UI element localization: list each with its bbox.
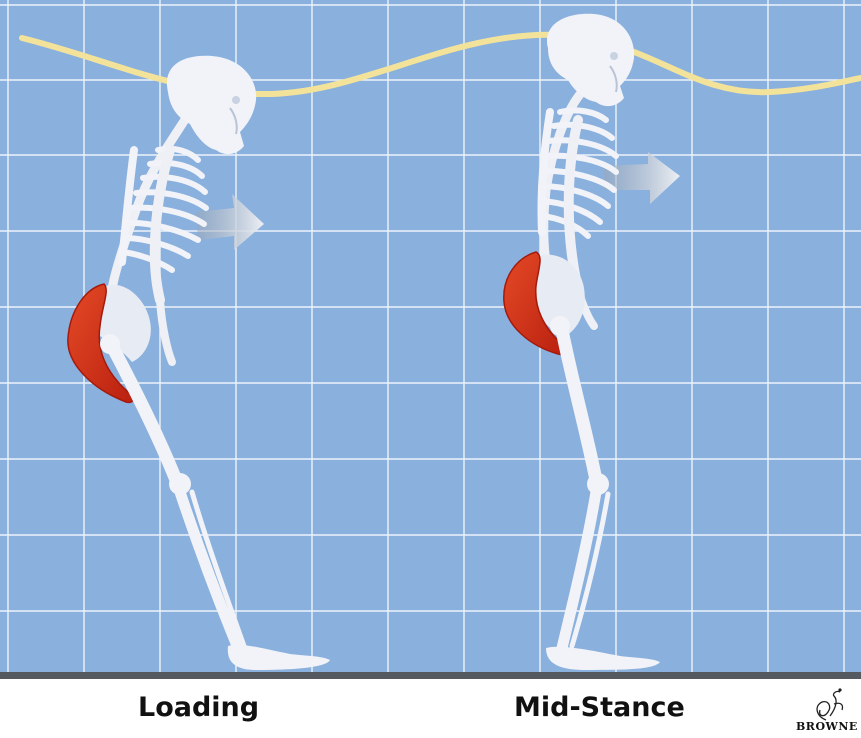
signature-text: BROWNE (796, 720, 858, 733)
ground-line (0, 672, 861, 679)
phase-label-midstance: Mid-Stance (514, 692, 685, 723)
phase-label-loading: Loading (138, 692, 259, 723)
